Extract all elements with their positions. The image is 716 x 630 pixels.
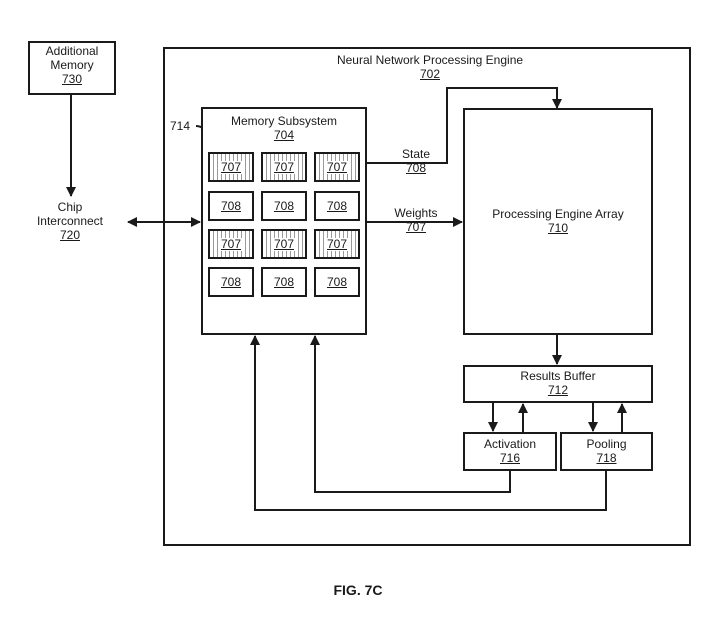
arrow-pooling-feedback: [250, 335, 607, 511]
results-buffer-box: [463, 365, 653, 403]
state-ref: 708: [405, 161, 427, 175]
memory-cell: 708: [261, 267, 307, 297]
engine-ref: 702: [419, 67, 441, 81]
memory-subsystem-title: Memory Subsystem: [230, 114, 338, 128]
memory-cell-ref: 708: [324, 198, 350, 213]
engine-label: Neural Network Processing Engine 702: [300, 53, 560, 81]
chip-interconnect-ref: 720: [59, 228, 81, 242]
processing-engine-array-title: Processing Engine Array: [492, 207, 624, 221]
pooling-box: [560, 432, 653, 471]
memory-cell-ref: 708: [218, 274, 244, 289]
memory-cell-ref: 707: [271, 236, 297, 251]
memory-cell-ref: 707: [218, 236, 244, 251]
additional-memory-ref: 730: [61, 72, 83, 86]
memory-subsystem-box: [201, 107, 367, 335]
figure-label: FIG. 7C: [333, 582, 383, 598]
state-label: State: [401, 147, 431, 161]
memory-cell: 708: [208, 191, 254, 221]
pooling-ref: 718: [596, 451, 617, 465]
memory-cell-ref: 708: [324, 274, 350, 289]
additional-memory-line1: Additional: [45, 44, 99, 58]
memory-cell: 708: [261, 191, 307, 221]
memory-cell: 707: [314, 152, 360, 182]
memory-cell: 707: [261, 152, 307, 182]
engine-box: [163, 47, 691, 546]
memory-cell: 707: [208, 152, 254, 182]
chip-interconnect-label: Chip Interconnect 720: [20, 200, 120, 242]
arrow-state: [366, 87, 562, 164]
weights-link-label: Weights 707: [383, 206, 449, 234]
results-buffer-label: Results Buffer 712: [463, 369, 653, 397]
memory-cell: 708: [314, 191, 360, 221]
chip-interconnect-line1: Chip: [57, 200, 83, 214]
additional-memory-box: [28, 41, 116, 95]
additional-memory-label: Additional Memory 730: [28, 44, 116, 86]
processing-engine-array-ref: 710: [547, 221, 569, 235]
arrow-activation-feedback: [310, 335, 511, 493]
chip-interconnect-line2: Interconnect: [36, 214, 104, 228]
memory-cell-ref: 707: [324, 159, 350, 174]
memory-pointer-label: 714: [170, 119, 191, 133]
memory-cell: 707: [314, 229, 360, 259]
memory-cell-ref: 708: [271, 274, 297, 289]
pooling-title: Pooling: [586, 437, 627, 451]
activation-label: Activation 716: [463, 437, 557, 465]
pooling-label: Pooling 718: [560, 437, 653, 465]
memory-subsystem-label: Memory Subsystem 704: [201, 114, 367, 142]
memory-cell-ref: 708: [271, 198, 297, 213]
weights-ref: 707: [405, 220, 427, 234]
additional-memory-line2: Memory: [50, 58, 94, 72]
memory-cell: 708: [208, 267, 254, 297]
memory-cell-ref: 707: [324, 236, 350, 251]
processing-engine-array-label: Processing Engine Array 710: [463, 207, 653, 235]
memory-cell-ref: 707: [271, 159, 297, 174]
state-link-label: State 708: [386, 147, 446, 175]
memory-cell-ref: 708: [218, 198, 244, 213]
memory-cell-ref: 707: [218, 159, 244, 174]
results-buffer-title: Results Buffer: [520, 369, 596, 383]
engine-title: Neural Network Processing Engine: [336, 53, 524, 67]
activation-ref: 716: [499, 451, 521, 465]
weights-label: Weights: [394, 206, 438, 220]
processing-engine-array-box: [463, 108, 653, 335]
results-buffer-ref: 712: [547, 383, 569, 397]
memory-cell: 707: [261, 229, 307, 259]
memory-cell: 708: [314, 267, 360, 297]
activation-title: Activation: [483, 437, 537, 451]
activation-box: [463, 432, 557, 471]
memory-cell: 707: [208, 229, 254, 259]
memory-subsystem-ref: 704: [273, 128, 295, 142]
